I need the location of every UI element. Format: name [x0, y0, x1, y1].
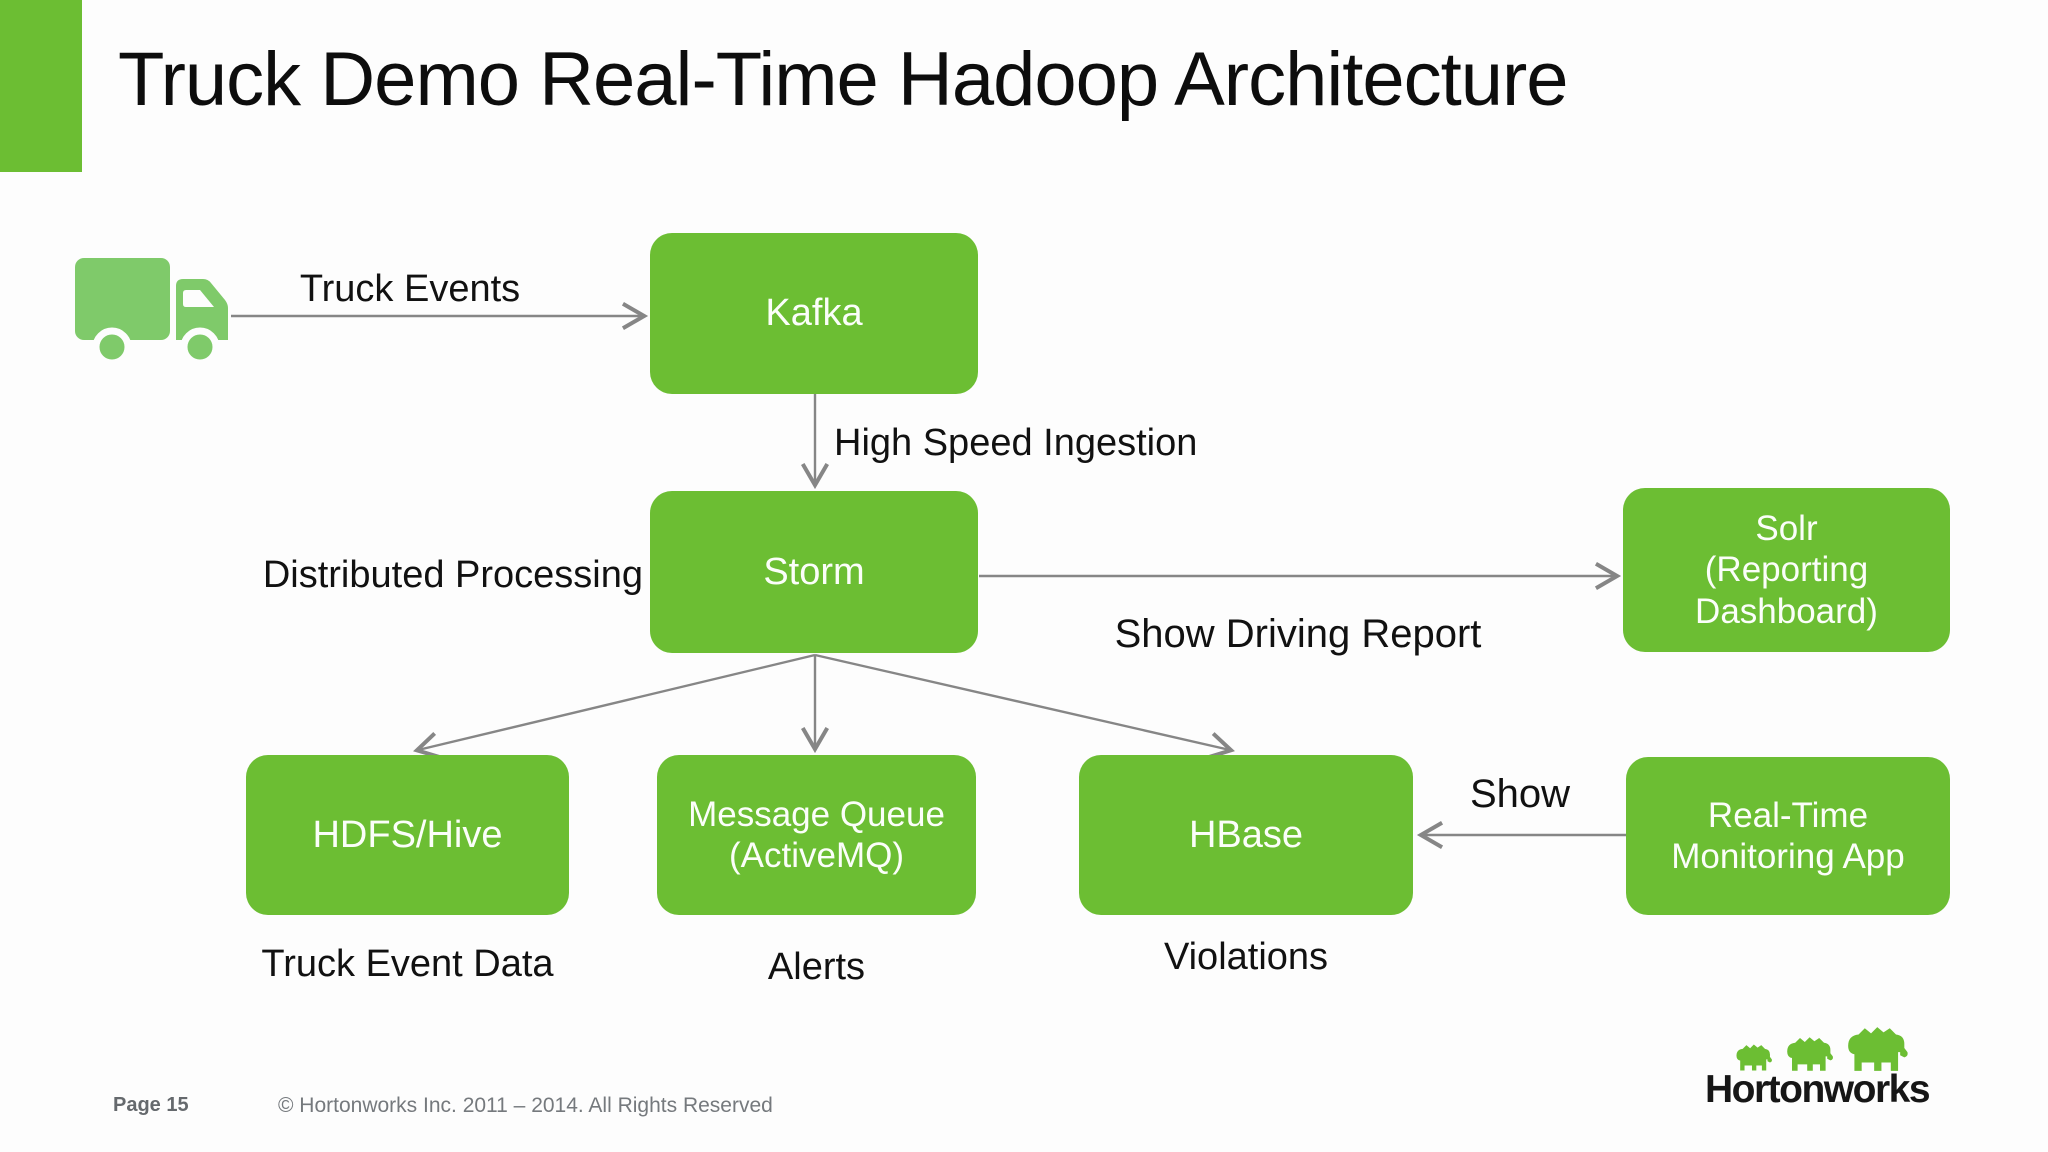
node-solr-label: Solr (Reporting Dashboard) [1695, 509, 1878, 631]
node-message-queue-label: Message Queue (ActiveMQ) [688, 794, 945, 875]
annotation-truck-event-data: Truck Event Data [261, 943, 554, 985]
node-hbase-label: HBase [1188, 813, 1304, 856]
node-hdfs-hive-label: HDFS/Hive [312, 813, 503, 856]
node-monitoring-app: Real-Time Monitoring App [1626, 757, 1950, 915]
edge-label-truck-events: Truck Events [299, 268, 521, 310]
edge-storm-to-hdfs [413, 653, 816, 760]
node-hdfs-hive: HDFS/Hive [246, 755, 569, 915]
footer-copyright: © Hortonworks Inc. 2011 – 2014. All Righ… [278, 1094, 773, 1117]
node-storm-label: Storm [763, 550, 865, 593]
edge-label-show: Show [1469, 772, 1571, 816]
node-hbase: HBase [1079, 755, 1413, 915]
node-solr: Solr (Reporting Dashboard) [1623, 488, 1950, 652]
edge-label-show-driving-report: Show Driving Report [1114, 612, 1482, 656]
footer-page-number: Page 15 [113, 1094, 189, 1116]
node-kafka: Kafka [650, 233, 978, 394]
annotation-alerts: Alerts [767, 946, 866, 988]
hortonworks-wordmark: Hortonworks [1705, 1068, 1931, 1111]
node-kafka-label: Kafka [765, 292, 863, 335]
node-monitoring-app-label: Real-Time Monitoring App [1671, 795, 1905, 876]
node-storm: Storm [650, 491, 978, 653]
accent-bar [0, 0, 82, 172]
edge-storm-to-hbase [814, 653, 1235, 760]
edge-label-distributed-processing: Distributed Processing [262, 554, 643, 596]
edge-label-high-speed-ingestion: High Speed Ingestion [834, 422, 1198, 464]
annotation-violations: Violations [1163, 936, 1329, 978]
page-title: Truck Demo Real-Time Hadoop Architecture [118, 37, 1569, 122]
truck-icon [72, 250, 232, 377]
node-message-queue: Message Queue (ActiveMQ) [657, 755, 976, 915]
